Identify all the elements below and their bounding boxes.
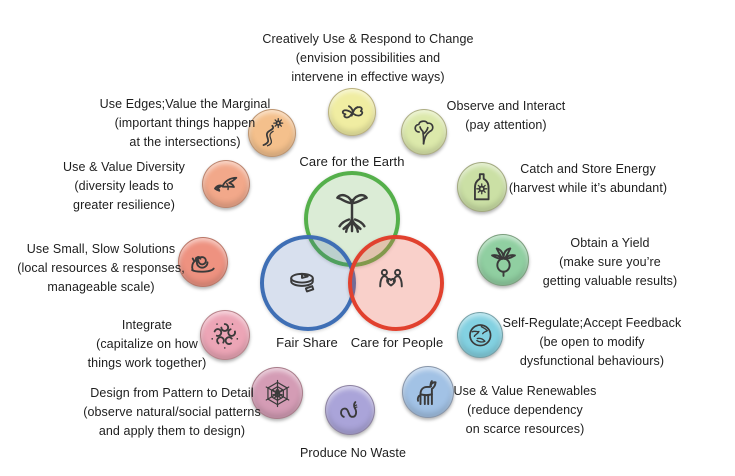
observe-interact-label-line-2: (pay attention) xyxy=(465,118,547,132)
integrate-label-line-2: (capitalize on how xyxy=(96,337,198,351)
small-slow-label-line-1: Use Small, Slow Solutions xyxy=(26,242,176,256)
observe-interact-label: Observe and Interact (pay attention) xyxy=(447,97,566,135)
use-edges-label-line-1: Use Edges;Value the Marginal xyxy=(99,97,271,111)
bottle-sun-icon xyxy=(474,173,490,201)
pattern-detail-label-line-1: Design from Pattern to Detail xyxy=(90,386,254,400)
creative-change-label-line-2: (envision possibilities and xyxy=(295,51,441,65)
creative-change-circle xyxy=(328,88,376,136)
pie-share-icon xyxy=(290,272,315,293)
seedling-roots-icon xyxy=(336,193,368,233)
integrate-label-line-3: things work together) xyxy=(87,356,207,370)
moth-icon xyxy=(341,105,364,119)
ethic-circle-fair-share xyxy=(260,235,356,331)
value-diversity-circle xyxy=(202,160,250,208)
renewables-label-line-1: Use & Value Renewables xyxy=(453,384,597,398)
renewables-label: Use & Value Renewables (reduce dependency… xyxy=(453,382,596,439)
pattern-detail-circle xyxy=(251,367,303,419)
self-regulate-label: Self-Regulate;Accept Feedback (be open to… xyxy=(503,314,682,371)
obtain-yield-label-line-1: Obtain a Yield xyxy=(570,236,650,250)
tree-icon xyxy=(414,120,434,145)
catch-store-energy-label: Catch and Store Energy (harvest while it’… xyxy=(509,160,667,198)
obtain-yield-label: Obtain a Yield (make sure you’re getting v… xyxy=(543,234,678,291)
value-diversity-label-line-1: Use & Value Diversity xyxy=(62,160,186,174)
ethic-label-fair-share: Fair Share xyxy=(276,335,338,350)
ethic-label-earth: Care for the Earth xyxy=(299,154,405,169)
globe-icon xyxy=(468,323,492,347)
observe-interact-circle xyxy=(401,109,447,155)
value-diversity-label-line-2: (diversity leads to xyxy=(74,179,174,193)
small-slow-circle xyxy=(178,237,228,287)
use-edges-label-line-2: (important things happen xyxy=(114,116,256,130)
produce-no-waste-label: Produce No Waste xyxy=(300,444,406,463)
obtain-yield-label-line-2: (make sure you’re xyxy=(559,255,661,269)
self-regulate-circle xyxy=(457,312,503,358)
catch-store-energy-label-line-1: Catch and Store Energy xyxy=(520,162,656,176)
self-regulate-label-line-1: Self-Regulate;Accept Feedback xyxy=(502,316,682,330)
obtain-yield-label-line-3: getting valuable results) xyxy=(542,274,678,288)
renewables-label-line-2: (reduce dependency xyxy=(467,403,583,417)
creative-change-label-line-1: Creatively Use & Respond to Change xyxy=(262,32,474,46)
spiderweb-icon xyxy=(265,379,289,407)
small-slow-label-line-2: (local resources & responses, xyxy=(17,261,185,275)
small-slow-label: Use Small, Slow Solutions (local resource… xyxy=(17,240,185,297)
small-slow-label-line-3: manageable scale) xyxy=(47,280,155,294)
use-edges-label: Use Edges;Value the Marginal (important t… xyxy=(100,95,271,152)
creative-change-label: Creatively Use & Respond to Change (envis… xyxy=(262,30,473,87)
ethic-icon-fair-share xyxy=(281,262,335,310)
pattern-detail-label-line-3: and apply them to design) xyxy=(98,424,246,438)
ethic-circle-people xyxy=(348,235,444,331)
self-regulate-label-line-2: (be open to modify xyxy=(539,335,645,349)
obtain-yield-circle xyxy=(477,234,529,286)
pattern-detail-label-line-2: (observe natural/social patterns xyxy=(83,405,261,419)
ethic-icon-earth xyxy=(320,182,384,242)
circle-of-people-icon xyxy=(211,323,239,349)
integrate-label-line-1: Integrate xyxy=(121,318,173,332)
ethic-icon-people xyxy=(373,260,421,308)
value-diversity-label-line-3: greater resilience) xyxy=(73,198,175,212)
integrate-circle xyxy=(200,310,250,360)
catch-store-energy-circle xyxy=(457,162,507,212)
use-edges-circle xyxy=(248,109,296,157)
use-edges-label-line-3: at the intersections) xyxy=(129,135,241,149)
creative-change-label-line-3: intervene in effective ways) xyxy=(291,70,445,84)
horse-icon xyxy=(416,379,437,405)
produce-no-waste-circle xyxy=(325,385,375,435)
radish-icon xyxy=(490,247,516,277)
ethic-label-people: Care for People xyxy=(350,335,444,350)
integrate-label: Integrate (capitalize on how things work t… xyxy=(88,316,207,373)
produce-no-waste-label-line-1: Produce No Waste xyxy=(299,446,407,460)
worm-icon xyxy=(340,401,358,419)
snail-icon xyxy=(191,256,215,273)
catch-store-energy-label-line-2: (harvest while it’s abundant) xyxy=(508,181,668,195)
renewables-label-line-3: on scarce resources) xyxy=(465,422,585,436)
renewables-circle xyxy=(402,366,454,418)
self-regulate-label-line-3: dysfunctional behaviours) xyxy=(519,354,665,368)
observe-interact-label-line-1: Observe and Interact xyxy=(446,99,566,113)
value-diversity-label: Use & Value Diversity (diversity leads to… xyxy=(63,158,185,215)
pattern-detail-label: Design from Pattern to Detail (observe na… xyxy=(83,384,261,441)
winding-path-icon xyxy=(262,118,284,147)
people-heart-icon xyxy=(379,268,403,288)
birds-icon xyxy=(214,176,238,192)
